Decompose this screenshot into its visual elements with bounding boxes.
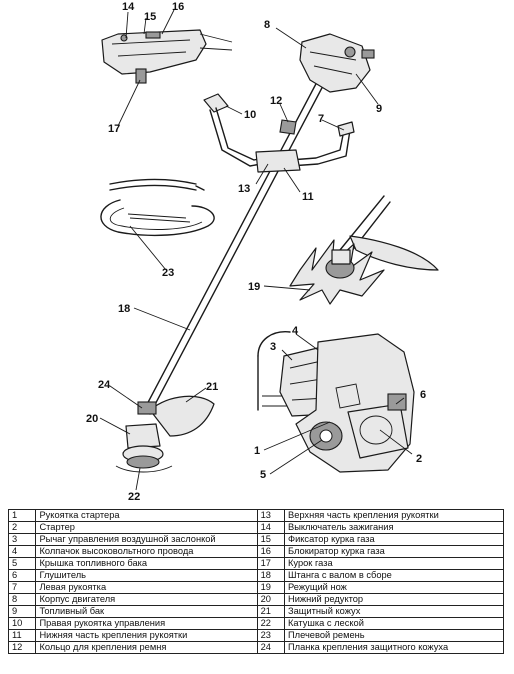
legend-part-name: Курок газа	[284, 557, 504, 570]
trimmer-head-drawing	[115, 395, 215, 473]
callout-13: 13	[238, 183, 250, 195]
legend-number: 14	[256, 521, 286, 534]
legend-number: 5	[7, 557, 37, 570]
callout-5: 5	[260, 469, 266, 481]
callout-20: 20	[86, 413, 98, 425]
legend-number: 10	[7, 617, 37, 630]
legend-part-name: Верхняя часть крепления рукоятки	[284, 509, 504, 522]
legend-number: 15	[256, 533, 286, 546]
callout-24: 24	[98, 379, 111, 391]
legend-part-name: Блокиратор курка газа	[284, 545, 504, 558]
callout-7: 7	[318, 113, 324, 125]
legend-number: 2	[7, 521, 37, 534]
legend-part-name: Крышка топливного бака	[35, 557, 258, 570]
legend-part-name: Рукоятка стартера	[35, 509, 258, 522]
legend-number: 17	[256, 557, 286, 570]
callout-14: 14	[122, 1, 135, 13]
legend-number: 4	[7, 545, 37, 558]
legend-number: 9	[7, 605, 37, 618]
trimmer-parts-diagram: 14 15 16 17 8 9 10 12 7 13 11 23 18 19 2…	[86, 1, 439, 503]
legend-number: 11	[7, 629, 37, 642]
legend-part-name: Рычаг управления воздушной заслонкой	[35, 533, 258, 546]
throttle-handle-detail	[101, 29, 233, 84]
callout-21: 21	[206, 381, 218, 393]
callout-23: 23	[162, 267, 174, 279]
legend-number: 16	[256, 545, 286, 558]
shoulder-strap-drawing	[100, 178, 215, 237]
callout-1: 1	[254, 445, 260, 457]
legend-number: 23	[256, 629, 286, 642]
callout-16: 16	[172, 1, 184, 13]
legend-number: 18	[256, 569, 286, 582]
leader-lines	[99, 9, 413, 491]
legend-part-name: Нижний редуктор	[284, 593, 504, 606]
blade-detail-drawing	[289, 195, 439, 305]
callout-numbers: 14 15 16 17 8 9 10 12 7 13 11 23 18 19 2…	[86, 1, 426, 503]
legend-part-name: Колпачок высоковольтного провода	[35, 545, 258, 558]
legend-number: 13	[256, 509, 286, 522]
callout-9: 9	[376, 103, 382, 115]
callout-17: 17	[108, 123, 120, 135]
legend-part-name: Стартер	[35, 521, 258, 534]
callout-2: 2	[416, 453, 422, 465]
legend-part-name: Нижняя часть крепления рукоятки	[35, 629, 258, 642]
callout-10: 10	[244, 109, 256, 121]
callout-18: 18	[118, 303, 130, 315]
legend-part-name: Режущий нож	[284, 581, 504, 594]
callout-8: 8	[264, 19, 270, 31]
legend-part-name: Топливный бак	[35, 605, 258, 618]
legend-number: 7	[7, 581, 37, 594]
legend-number: 22	[256, 617, 286, 630]
legend-part-name: Кольцо для крепления ремня	[35, 641, 258, 654]
callout-4: 4	[292, 325, 299, 337]
legend-part-name: Защитный кожух	[284, 605, 504, 618]
legend-number: 24	[256, 641, 286, 654]
legend-part-name: Плечевой ремень	[284, 629, 504, 642]
legend-part-name: Левая рукоятка	[35, 581, 258, 594]
legend-number: 21	[256, 605, 286, 618]
legend-part-name: Фиксатор курка газа	[284, 533, 504, 546]
legend-number: 8	[7, 593, 37, 606]
legend-part-name: Глушитель	[35, 569, 258, 582]
legend-part-name: Правая рукоятка управления	[35, 617, 258, 630]
callout-11: 11	[302, 191, 314, 203]
legend-part-name: Планка крепления защитного кожуха	[284, 641, 504, 654]
callout-15: 15	[144, 11, 156, 23]
legend-part-name: Выключатель зажигания	[284, 521, 504, 534]
legend-number: 20	[256, 593, 286, 606]
callout-3: 3	[270, 341, 276, 353]
callout-12: 12	[270, 95, 282, 107]
engine-detail-drawing	[257, 331, 415, 473]
engine-top-drawing	[299, 33, 375, 93]
drive-shaft-drawing	[143, 79, 325, 415]
legend-number: 6	[7, 569, 37, 582]
legend-part-name: Штанга с валом в сборе	[284, 569, 504, 582]
legend-number: 12	[7, 641, 37, 654]
legend-number: 19	[256, 581, 286, 594]
legend-number: 3	[7, 533, 37, 546]
legend-part-name: Корпус двигателя	[35, 593, 258, 606]
callout-19: 19	[248, 281, 260, 293]
callout-22: 22	[128, 491, 140, 503]
legend-number: 1	[7, 509, 37, 522]
callout-6: 6	[420, 389, 426, 401]
legend-part-name: Катушка с леской	[284, 617, 504, 630]
